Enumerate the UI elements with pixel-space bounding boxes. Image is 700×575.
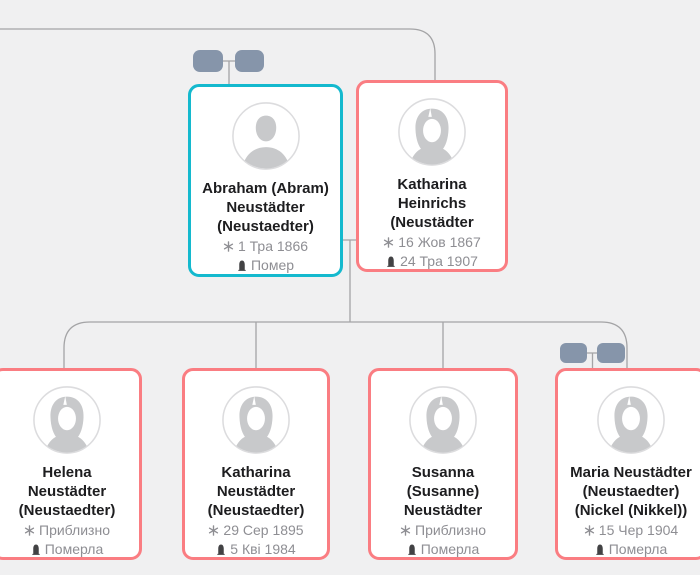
person-card-katharina-heinrichs[interactable]: Katharina Heinrichs (Neustädter 16 Жов 1… <box>356 80 508 272</box>
birth-date: Приблизно <box>39 522 110 538</box>
name-line: Maria Neustädter <box>570 464 692 481</box>
birth-date: 1 Тра 1866 <box>237 238 309 254</box>
name-line: Heinrichs <box>397 195 467 212</box>
death-icon <box>386 255 396 268</box>
couple-link-button[interactable] <box>560 343 587 363</box>
person-card-maria[interactable]: Maria Neustädter (Neustaedter) (Nickel (… <box>555 368 700 560</box>
death-icon <box>216 543 226 556</box>
name-line: Katharina <box>221 464 291 481</box>
death-date: Померла <box>420 541 480 557</box>
person-name: Katharina Neustädter (Neustaedter) <box>208 463 305 520</box>
person-name: Abraham (Abram) Neustädter (Neustaedter) <box>202 179 329 236</box>
death-date: Померла <box>608 541 668 557</box>
name-line: (Neustaedter) <box>18 502 116 519</box>
person-dates: Приблизно Померла <box>400 521 486 559</box>
person-dates: 1 Тра 1866 Помер <box>223 237 308 275</box>
person-card-abraham[interactable]: Abraham (Abram) Neustädter (Neustaedter)… <box>188 84 343 277</box>
couple-link-button[interactable] <box>193 50 223 72</box>
birth-icon <box>584 525 595 536</box>
birth-icon <box>24 525 35 536</box>
birth-icon <box>383 237 394 248</box>
name-line: Neustädter <box>226 199 305 216</box>
couple-link-button[interactable] <box>597 343 625 363</box>
couple-link-button[interactable] <box>235 50 264 72</box>
ancestor-connector-line <box>0 28 436 82</box>
birth-date: 15 Чер 1904 <box>598 522 679 538</box>
name-line: Neustädter <box>403 502 483 519</box>
person-name: Maria Neustädter (Neustaedter) (Nickel (… <box>570 463 692 520</box>
name-line: Susanna <box>411 464 475 481</box>
person-dates: 15 Чер 1904 Померла <box>584 521 678 559</box>
death-date: 5 Кві 1984 <box>230 541 296 557</box>
person-name: Katharina Heinrichs (Neustädter <box>390 175 473 232</box>
birth-icon <box>223 241 234 252</box>
death-icon <box>237 259 247 272</box>
name-line: (Neustaedter) <box>217 218 314 235</box>
couple-link-line-top <box>223 60 235 86</box>
death-date: 24 Тра 1907 <box>400 253 478 269</box>
birth-date: 16 Жов 1867 <box>398 234 481 250</box>
name-line: Helena <box>42 464 92 481</box>
death-date: Померла <box>44 541 104 557</box>
name-line: (Nickel (Nikkel)) <box>574 502 688 519</box>
female-avatar-icon <box>32 385 102 455</box>
children-connector-line <box>63 321 628 368</box>
name-line: (Susanne) <box>406 483 480 500</box>
name-line: Neustädter <box>27 483 107 500</box>
birth-date: Приблизно <box>415 522 486 538</box>
name-line: (Neustaedter) <box>207 502 305 519</box>
person-dates: 29 Сер 1895 5 Кві 1984 <box>208 521 304 559</box>
birth-icon <box>208 525 219 536</box>
name-line: Katharina <box>397 176 467 193</box>
death-date: Помер <box>250 257 295 273</box>
person-name: Susanna (Susanne) Neustädter <box>404 463 482 520</box>
person-dates: 16 Жов 1867 24 Тра 1907 <box>383 233 481 271</box>
name-line: Neustädter <box>216 483 296 500</box>
female-avatar-icon <box>221 385 291 455</box>
birth-date: 29 Сер 1895 <box>223 522 304 538</box>
person-card-helena[interactable]: Helena Neustädter (Neustaedter) Приблизн… <box>0 368 142 560</box>
name-line: Abraham (Abram) <box>202 180 329 197</box>
male-avatar-icon <box>231 101 301 171</box>
person-name: Helena Neustädter (Neustaedter) <box>19 463 116 520</box>
marriage-connector-line <box>343 239 357 322</box>
female-avatar-icon <box>596 385 666 455</box>
couple-link-line-bottom <box>587 352 598 368</box>
person-dates: Приблизно Померла <box>24 521 110 559</box>
female-avatar-icon <box>408 385 478 455</box>
death-icon <box>595 543 605 556</box>
name-line: (Neustaedter) <box>582 483 680 500</box>
death-icon <box>407 543 417 556</box>
person-card-katharina[interactable]: Katharina Neustädter (Neustaedter) 29 Се… <box>182 368 330 560</box>
female-avatar-icon <box>397 97 467 167</box>
birth-icon <box>400 525 411 536</box>
person-card-susanna[interactable]: Susanna (Susanne) Neustädter Приблизно П… <box>368 368 518 560</box>
death-icon <box>31 543 41 556</box>
name-line: (Neustädter <box>390 214 474 231</box>
